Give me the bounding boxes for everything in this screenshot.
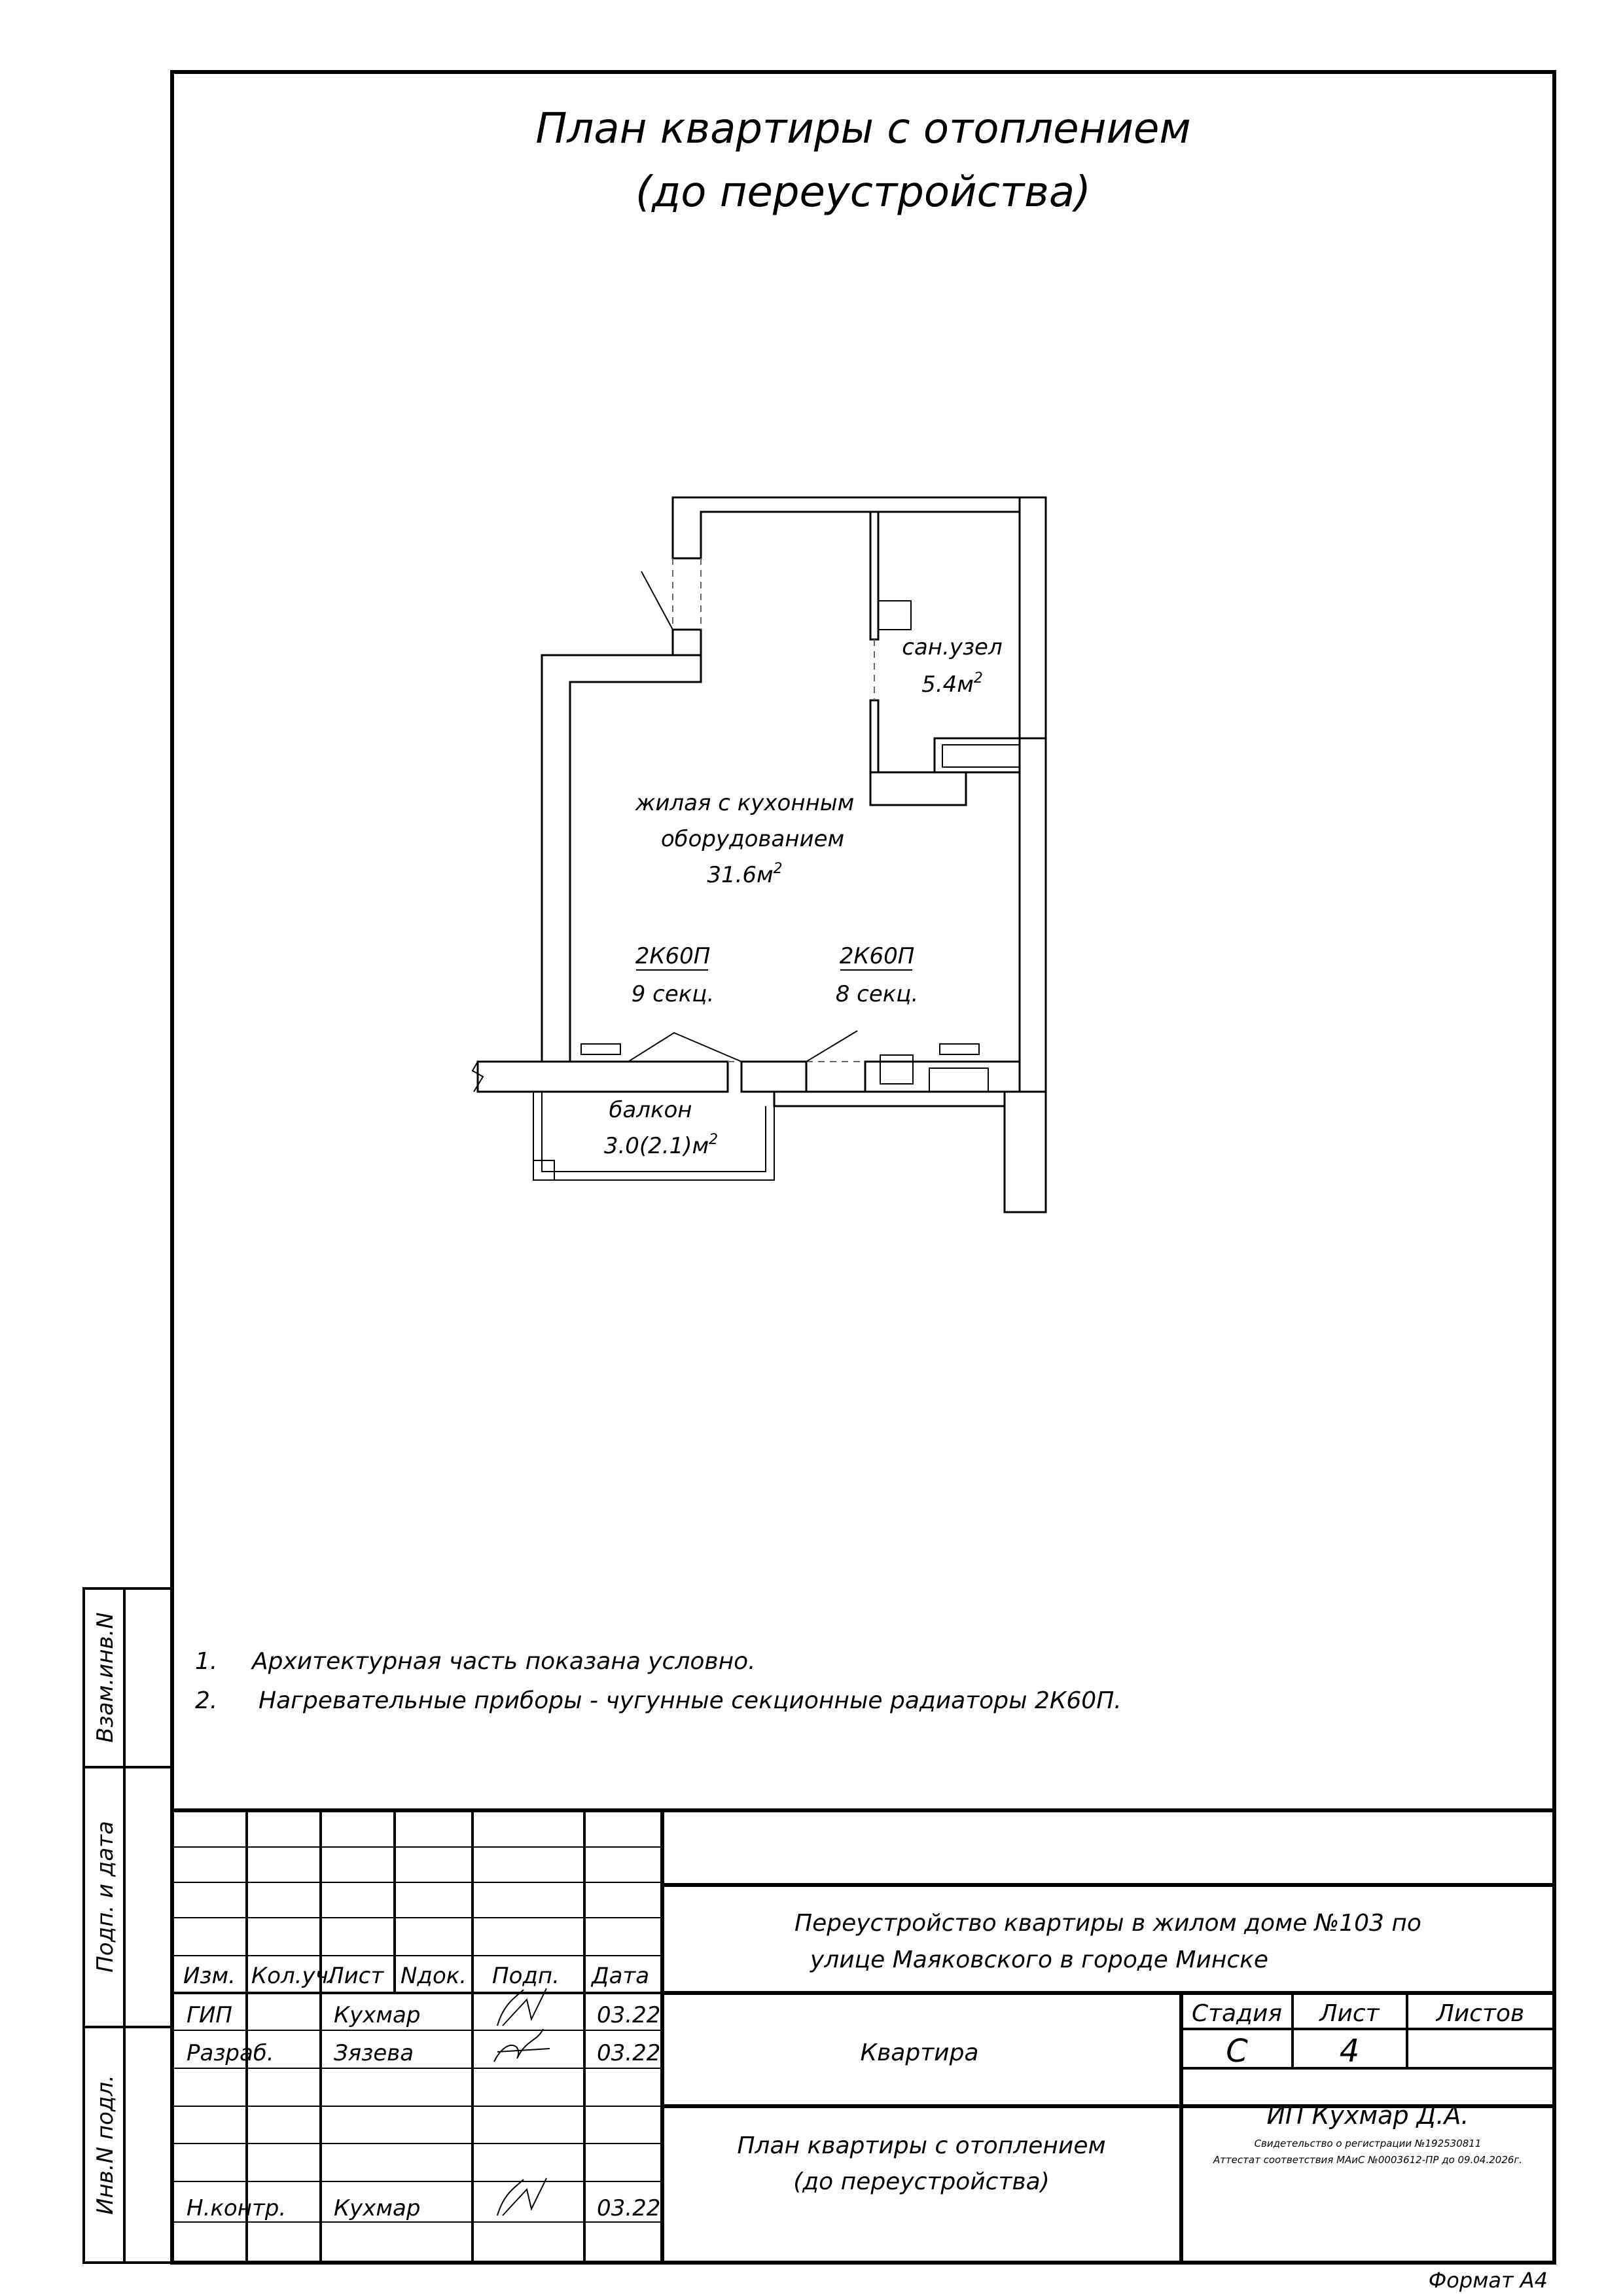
bathroom-partition [869,511,880,641]
radiator-right [939,1043,980,1055]
header-izm: Изм. [183,1963,236,1989]
note-1-number: 1. [195,1648,217,1675]
balcony-outline [533,1092,775,1181]
person-date: 03.22 [597,2040,660,2066]
project-line2: улице Маяковского в городе Минске [810,1946,1268,1973]
title-block-frame [170,1808,1556,2265]
side-stamp-inv: Инв.N подл. [92,2075,118,2215]
header-ndok: Nдок. [401,1963,467,1989]
side-stamp-podp: Подп. и дата [92,1821,118,1973]
wall-bottom-left [476,1060,729,1093]
bathroom-name: сан.узел [902,634,1002,660]
riser-shaft [880,1054,914,1085]
living-name-line2: оборудованием [661,826,844,852]
living-area: 31.6м2 [707,861,782,888]
person-role: Разраб. [187,2040,274,2066]
balcony-outline-inner [541,1092,766,1172]
radiator-left-model: 2К60П [635,943,711,969]
person-name: Кухмар [334,2195,420,2221]
wall-bottom-right [864,1060,1021,1093]
person-name: Зязева [334,2040,414,2066]
sheet-label: Лист [1318,2000,1380,2027]
company-name: ИП Кухмар Д.А. [1266,2101,1469,2130]
person-name: Кухмар [334,2002,420,2028]
wall-top [671,496,1047,560]
wall-right-upper [1018,496,1047,740]
note-2-text: Нагревательные приборы - чугунные секцио… [259,1687,1122,1714]
stage-value: С [1226,2033,1248,2070]
side-stamp: Взам.инв.N Подп. и дата Инв.N подл. [82,1587,173,2264]
bathroom-shaft [878,600,912,630]
signature-mark [493,2028,550,2062]
balcony-post [533,1160,555,1181]
radiator-left [580,1043,621,1055]
side-stamp-vzam: Взам.инв.N [92,1612,118,1742]
person-role: Н.контр. [187,2195,286,2221]
bathroom-area: 5.4м2 [921,670,983,698]
sheets-label: Листов [1435,2000,1524,2027]
stage-label: Стадия [1192,2000,1282,2027]
sheet-value: 4 [1340,2033,1360,2070]
note-2-number: 2. [195,1687,217,1714]
plan-title-line1: План квартиры с отоплением [535,105,1190,153]
person-date: 03.22 [597,2195,660,2221]
header-list: Лист [326,1963,384,1989]
person-role: ГИП [187,2002,232,2028]
object-name: Квартира [861,2039,979,2066]
project-line1: Переустройство квартиры в жилом доме №10… [794,1910,1421,1937]
floor-plan: сан.узел 5.4м2 жилая с кухонным оборудов… [471,496,1047,1213]
format-label: Формат А4 [1429,2268,1548,2293]
company-registration: Свидетельство о регистрации №192530811 [1255,2138,1482,2149]
radiator-right-model: 2К60П [840,943,915,969]
balcony-name: балкон [609,1097,692,1123]
signature-mark [497,2178,547,2216]
bathroom-bottom-wall [869,771,967,806]
wall-bottom-pier [740,1060,808,1093]
sheet-title-line1: План квартиры с отоплением [737,2132,1105,2159]
bathroom-partition [869,699,880,774]
radiator-right-sections: 8 секц. [836,981,919,1007]
wall-right-bottom [1003,1090,1047,1213]
header-kol: Кол.уч. [251,1963,336,1989]
plan-title-line2: (до переустройства) [635,168,1091,217]
window-swing [806,1030,858,1062]
balcony-door-swing [628,1031,742,1062]
balcony-area: 3.0(2.1)м2 [604,1132,718,1159]
signature-mark [497,1988,547,2026]
balcony-edge [773,1090,1006,1107]
person-date: 03.22 [597,2002,660,2028]
note-1-text: Архитектурная часть показана условно. [251,1648,756,1675]
living-name-line1: жилая с кухонным [635,790,855,816]
header-data: Дата [590,1963,649,1989]
sheet-title-line2: (до переустройства) [793,2168,1050,2195]
entrance-door-leaf [641,571,673,630]
radiator-left-sections: 9 секц. [632,981,715,1007]
company-certificate: Аттестат соответствия МАиС №0003612-ПР д… [1213,2154,1522,2166]
header-podp: Подп. [492,1963,560,1989]
break-mark [471,1061,484,1092]
title-block: Изм. Кол.уч. Лист Nдок. Подп. Дата ГИП К… [170,1808,1556,2265]
wall-right-lower [1018,737,1047,1093]
